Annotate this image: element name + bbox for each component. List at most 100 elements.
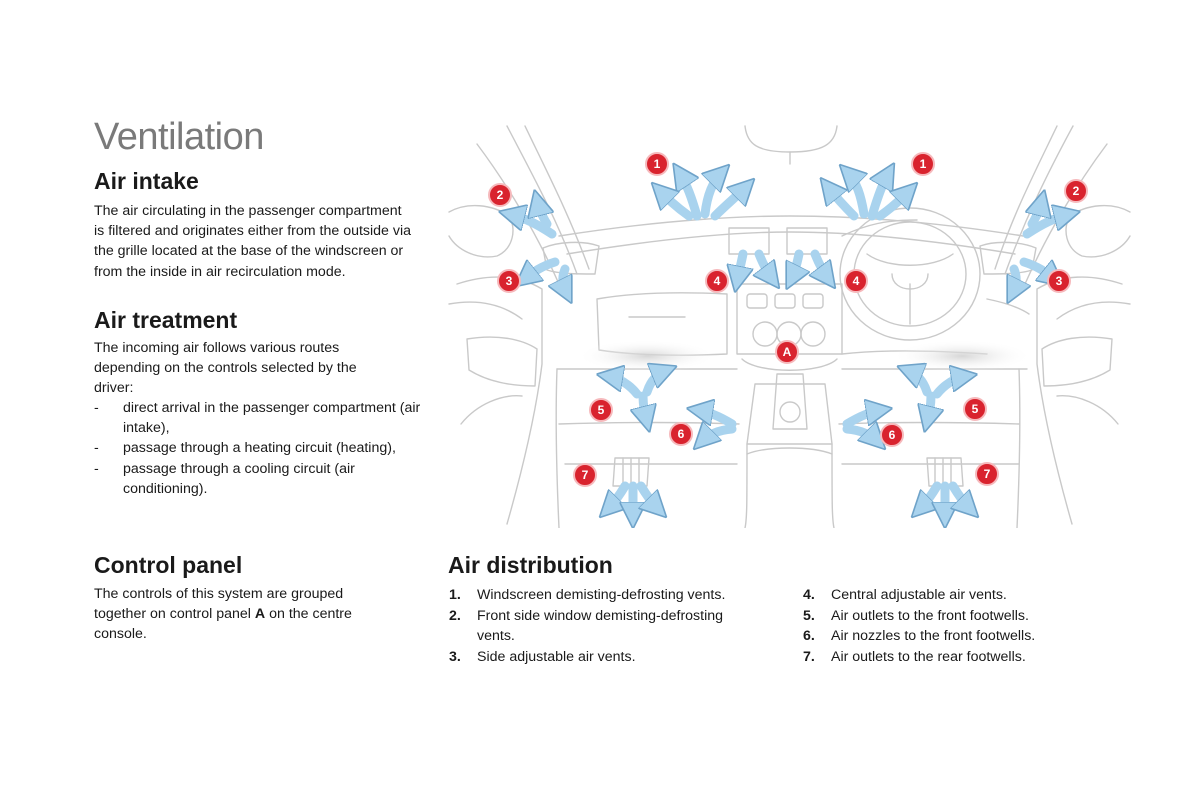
air-intake-heading: Air intake bbox=[94, 168, 199, 194]
list-item: 1. Windscreen demisting-defrosting vents. bbox=[449, 585, 764, 606]
markers: 1 1 2 2 3 3 4 4 A 5 5 6 6 7 7 bbox=[488, 152, 1088, 487]
marker-6-left: 6 bbox=[669, 422, 693, 446]
airflow-arrow-6-left bbox=[697, 410, 737, 429]
airflow-arrow-1-right bbox=[847, 172, 869, 219]
airflow-arrow-1-left bbox=[700, 172, 722, 219]
marker-2-right: 2 bbox=[1064, 179, 1088, 203]
floor-shadow-right bbox=[892, 340, 1032, 372]
air-treatment-line: The incoming air follows various routes bbox=[94, 340, 340, 356]
air-treatment-heading: Air treatment bbox=[94, 307, 238, 333]
marker-3-right: 3 bbox=[1047, 269, 1071, 293]
list-item-text: Front side window demisting-defrosting v… bbox=[477, 607, 724, 645]
marker-4-left-label: 4 bbox=[714, 274, 721, 288]
airflow-arrow-3-left bbox=[523, 257, 560, 280]
air-treatment-line: depending on the controls selected by th… bbox=[94, 360, 357, 377]
list-item-text: Air outlets to the front footwells. bbox=[831, 607, 1029, 624]
list-item: 7.Air outlets to the rear footwells. bbox=[803, 647, 1103, 668]
air-treatment-list: - direct arrival in the passenger compart… bbox=[94, 398, 429, 499]
marker-2-left: 2 bbox=[488, 183, 512, 207]
list-item-text: Windscreen demisting-defrosting vents. bbox=[477, 587, 726, 603]
air-intake-line: the grille located at the base of the wi… bbox=[94, 243, 404, 260]
list-item: - passage through a cooling circuit (air … bbox=[94, 459, 429, 499]
air-distribution-heading: Air distribution bbox=[448, 552, 613, 578]
list-item-text: Air nozzles to the front footwells. bbox=[831, 628, 1036, 644]
airflow-arrow-4-right bbox=[791, 249, 799, 280]
item-number: 3. bbox=[449, 648, 461, 665]
airflow-arrow-1-left bbox=[679, 172, 702, 221]
interior-ventilation-diagram: 1 1 2 2 3 3 4 4 A 5 5 6 6 7 7 bbox=[448, 125, 1131, 528]
marker-6-right: 6 bbox=[880, 423, 904, 447]
airflow-arrow-4-left bbox=[737, 249, 743, 282]
marker-5-right: 5 bbox=[963, 397, 987, 421]
airflow-arrow-2-right bbox=[1032, 200, 1042, 229]
list-item: -direct arrival in the passenger compart… bbox=[94, 398, 429, 438]
control-panel-text: The controls of this system are grouped … bbox=[94, 584, 394, 645]
marker-2-right-label: 2 bbox=[1073, 184, 1080, 198]
list-item: 4.Central adjustable air vents. bbox=[803, 585, 1103, 606]
marker-6-left-label: 6 bbox=[678, 427, 685, 441]
control-panel-text-2: on the centre console. bbox=[94, 606, 352, 643]
marker-4-right-label: 4 bbox=[853, 274, 860, 288]
airflow-arrow-7-left bbox=[636, 481, 659, 510]
airflow-arrow-7-left bbox=[607, 481, 630, 510]
marker-6-right-label: 6 bbox=[889, 428, 896, 442]
page-title: Ventilation bbox=[94, 116, 264, 158]
airflow-arrow-7-right bbox=[948, 481, 971, 510]
list-item: - passage through a heating circuit (heat… bbox=[94, 438, 429, 458]
interior-outline bbox=[448, 125, 1131, 528]
list-item: 5. Air outlets to the front footwells. bbox=[803, 606, 1103, 627]
airflow-arrow-5-left bbox=[607, 376, 642, 399]
air-intake-line: from the inside in air recirculation mod… bbox=[94, 263, 346, 280]
airflow-arrow-6-right bbox=[842, 410, 882, 429]
list-item: 3. Side adjustable air vents. bbox=[449, 647, 764, 668]
air-distribution-list-2: 4.Central adjustable air vents. 5. Air ou… bbox=[803, 585, 1103, 667]
marker-7-right-label: 7 bbox=[984, 467, 991, 481]
item-number: 7. bbox=[803, 648, 815, 665]
airflow-arrow-5-right bbox=[907, 370, 932, 397]
marker-1-right-label: 1 bbox=[920, 157, 927, 171]
control-panel-text-1: The controls of this system are grouped … bbox=[94, 586, 344, 623]
item-number: 2. bbox=[449, 607, 461, 624]
marker-7-left: 7 bbox=[573, 463, 597, 487]
marker-a-label: A bbox=[783, 345, 792, 359]
airflow-arrow-4-right bbox=[815, 249, 829, 280]
airflow-arrow-3-right bbox=[1012, 264, 1016, 294]
airflow-arrow-5-left bbox=[643, 391, 647, 422]
airflow-arrow-2-left bbox=[537, 200, 547, 229]
marker-7-left-label: 7 bbox=[582, 468, 589, 482]
dash-marker: - bbox=[94, 440, 99, 457]
airflow-arrow-5-right bbox=[932, 376, 967, 399]
item-number: 6. bbox=[803, 628, 815, 644]
marker-3-right-label: 3 bbox=[1056, 274, 1063, 288]
marker-3-left: 3 bbox=[497, 269, 521, 293]
dash-marker: - bbox=[94, 460, 99, 477]
marker-1-right: 1 bbox=[911, 152, 935, 176]
marker-2-left-label: 2 bbox=[497, 188, 504, 202]
marker-4-right: 4 bbox=[844, 269, 868, 293]
marker-5-left: 5 bbox=[589, 398, 613, 422]
list-item-text: passage through a heating circuit (heati… bbox=[123, 440, 396, 457]
air-distribution-list-1: 1. Windscreen demisting-defrosting vents.… bbox=[449, 585, 764, 667]
airflow-arrow-5-left bbox=[642, 370, 667, 397]
airflow-arrow-6-left bbox=[701, 429, 737, 442]
item-number: 1. bbox=[449, 587, 461, 603]
airflow-arrow-4-left bbox=[759, 249, 773, 280]
airflow-arrow-1-right bbox=[867, 172, 889, 221]
list-item-text: direct arrival in the passenger compartm… bbox=[123, 400, 421, 437]
item-number: 5. bbox=[803, 607, 815, 624]
air-treatment-line: driver: bbox=[94, 380, 134, 397]
list-item-text: passage through a cooling circuit (air c… bbox=[123, 460, 355, 497]
marker-3-left-label: 3 bbox=[506, 274, 513, 288]
floor-shadow-left bbox=[577, 340, 717, 372]
airflow-arrow-1-left bbox=[659, 190, 694, 221]
air-intake-line: The air circulating in the passenger com… bbox=[94, 203, 402, 219]
airflow-arrow-5-right bbox=[927, 391, 931, 422]
marker-4-left: 4 bbox=[705, 269, 729, 293]
airflow-arrow-3-left bbox=[563, 264, 567, 294]
airflow-arrow-2-left bbox=[509, 214, 557, 239]
list-item-text: Side adjustable air vents. bbox=[477, 648, 636, 665]
marker-5-left-label: 5 bbox=[598, 403, 605, 417]
airflow-arrow-7-right bbox=[919, 481, 942, 510]
marker-5-right-label: 5 bbox=[972, 402, 979, 416]
marker-7-right: 7 bbox=[975, 462, 999, 486]
